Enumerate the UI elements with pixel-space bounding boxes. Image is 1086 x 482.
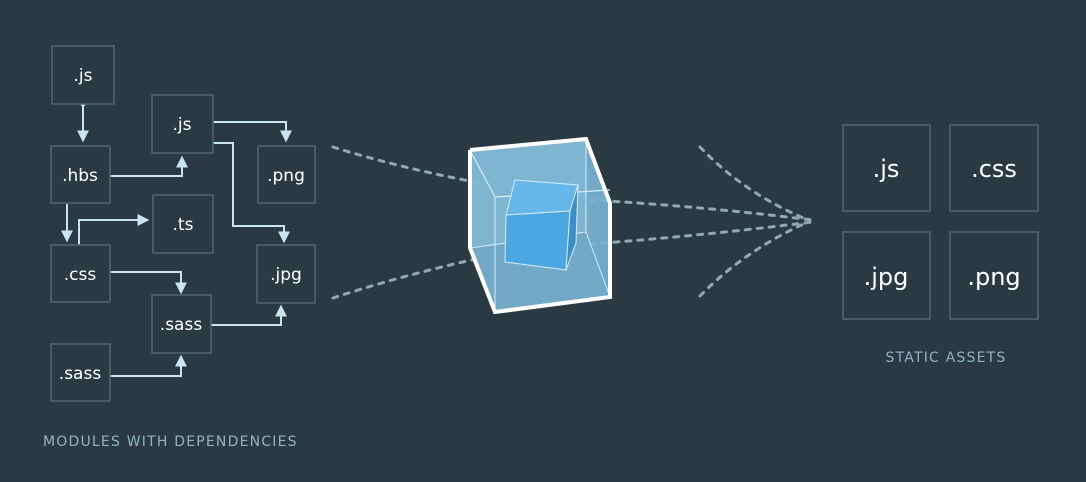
inner-cube (504, 179, 579, 271)
cube-icon (468, 136, 612, 315)
asset-tile: .jpg (842, 231, 931, 320)
flow-line-arrow-top (698, 145, 810, 222)
edge-sass-to-jpg (211, 304, 287, 326)
module-node: .sass (50, 343, 111, 402)
module-node: .hbs (50, 145, 111, 204)
module-node: .css (50, 244, 111, 303)
edge-sass-to-sass (110, 354, 187, 377)
assets-caption: STATIC ASSETS (886, 350, 1007, 366)
flow-line-in-bottom (331, 256, 482, 300)
module-node: .sass (151, 294, 212, 354)
module-label: .js (173, 115, 192, 135)
module-label: .hbs (62, 166, 98, 186)
module-label: .png (267, 166, 305, 186)
flow-line-out-top (588, 198, 814, 222)
asset-label: .png (967, 263, 1020, 291)
asset-tile: .js (842, 124, 931, 212)
asset-label: .css (971, 155, 1017, 183)
module-node: .ts (152, 194, 214, 254)
module-node: .png (257, 145, 316, 204)
module-label: .jpg (270, 265, 302, 285)
asset-tile: .css (949, 124, 1039, 212)
module-node: .js (151, 94, 214, 154)
module-label: .sass (59, 364, 102, 384)
flow-line-out-bottom (588, 220, 814, 246)
asset-tile: .png (949, 231, 1039, 320)
dependency-edges (61, 101, 292, 377)
module-label: .js (74, 66, 93, 86)
module-label: .ts (173, 215, 194, 235)
flow-line-arrow-bottom (698, 220, 810, 298)
asset-label: .jpg (864, 263, 909, 291)
edge-js-to-jpg (213, 142, 290, 244)
module-label: .sass (160, 315, 203, 335)
edge-js-to-png (213, 121, 292, 143)
edge-hbs-to-js (110, 155, 188, 177)
asset-label: .js (873, 155, 900, 183)
edge-css-to-sass (110, 271, 187, 295)
edge-css-to-ts (78, 214, 150, 245)
module-label: .css (64, 265, 97, 285)
flow-line-in-top (331, 145, 482, 185)
module-node: .jpg (256, 244, 316, 304)
module-node: .js (51, 45, 115, 105)
flow-lines (331, 145, 814, 300)
modules-caption: MODULES WITH DEPENDENCIES (43, 434, 298, 450)
